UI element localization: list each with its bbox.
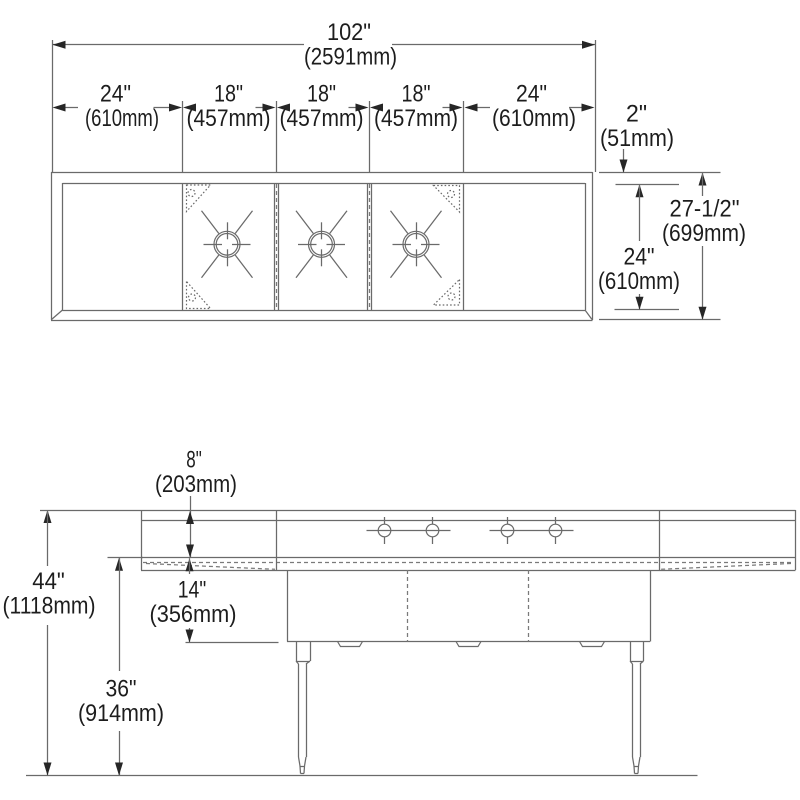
svg-text:(457mm): (457mm) [280, 105, 364, 132]
svg-text:(203mm): (203mm) [155, 471, 237, 498]
svg-text:14": 14" [178, 577, 207, 604]
svg-text:(457mm): (457mm) [374, 105, 458, 132]
svg-text:(1118mm): (1118mm) [3, 593, 96, 620]
svg-text:102": 102" [327, 19, 371, 46]
svg-text:18": 18" [402, 81, 431, 108]
svg-text:2": 2" [626, 101, 647, 128]
svg-text:(356mm): (356mm) [150, 601, 237, 628]
svg-text:18": 18" [214, 81, 243, 108]
svg-text:18": 18" [307, 81, 336, 108]
svg-text:27-1/2": 27-1/2" [670, 196, 740, 223]
svg-text:(610mm): (610mm) [492, 105, 576, 132]
svg-text:24": 24" [516, 81, 547, 108]
svg-text:(457mm): (457mm) [187, 105, 271, 132]
svg-text:44": 44" [32, 568, 65, 595]
svg-text:24": 24" [100, 81, 131, 108]
svg-text:(51mm): (51mm) [600, 125, 674, 152]
svg-text:8": 8" [186, 447, 202, 474]
svg-text:(699mm): (699mm) [662, 220, 746, 247]
svg-text:24": 24" [624, 244, 655, 271]
svg-text:36": 36" [106, 676, 137, 703]
svg-text:(610mm): (610mm) [85, 105, 159, 132]
svg-text:(610mm): (610mm) [598, 268, 680, 295]
svg-text:(914mm): (914mm) [78, 700, 164, 727]
svg-text:(2591mm): (2591mm) [304, 44, 397, 71]
